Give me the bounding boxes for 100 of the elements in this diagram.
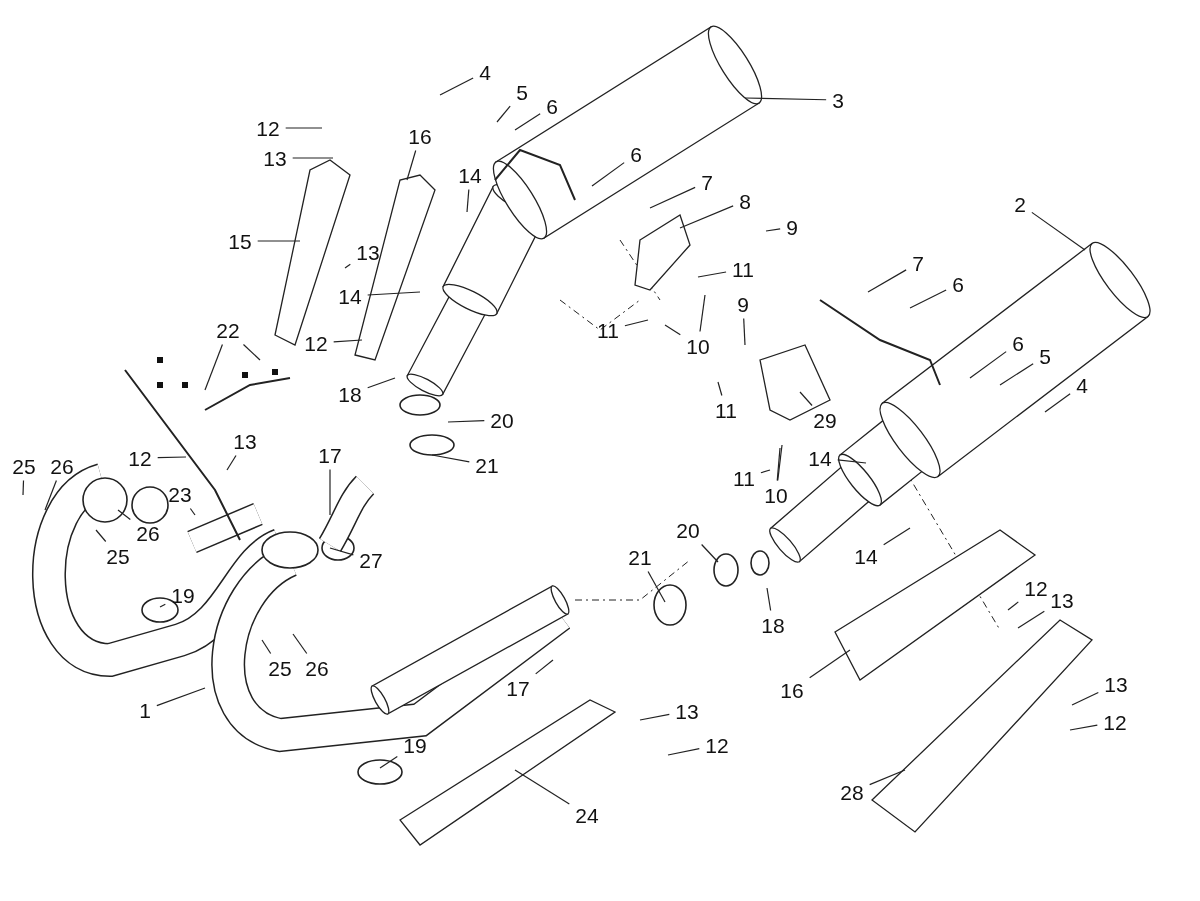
- leader-line: [869, 769, 906, 786]
- leader-line: [809, 649, 851, 679]
- leader-line: [329, 468, 331, 516]
- callout-number: 13: [1103, 673, 1129, 695]
- leader-line: [647, 570, 666, 603]
- leader-line: [765, 228, 781, 232]
- leader-line: [777, 444, 783, 482]
- callout-number: 29: [812, 409, 838, 431]
- leader-line: [379, 756, 398, 769]
- callout-number: 10: [763, 484, 789, 506]
- callout-number: 6: [951, 273, 965, 295]
- callout-number: 4: [478, 61, 492, 83]
- leader-line: [649, 186, 696, 209]
- callout-number: 26: [49, 455, 75, 477]
- callout-number: 11: [596, 319, 620, 341]
- callout-number: 2: [1013, 193, 1027, 215]
- leader-line: [242, 343, 261, 361]
- leader-line: [667, 748, 700, 756]
- leader-line: [157, 456, 187, 459]
- callout-number: 17: [317, 444, 343, 466]
- callout-number: 19: [402, 734, 428, 756]
- callout-number: 12: [303, 332, 329, 354]
- leader-line: [837, 459, 867, 464]
- leader-line: [679, 205, 734, 229]
- leader-line: [431, 454, 470, 463]
- callout-number: 8: [738, 190, 752, 212]
- callout-number: 1: [138, 699, 152, 721]
- leader-line: [292, 157, 334, 159]
- leader-line: [189, 507, 196, 516]
- leader-line: [159, 603, 166, 608]
- leader-line: [285, 127, 323, 129]
- callout-number: 14: [337, 285, 363, 307]
- callout-number: 6: [545, 95, 559, 117]
- callout-number: 25: [11, 455, 37, 477]
- callout-number: 26: [304, 657, 330, 679]
- leader-line: [535, 659, 554, 675]
- leader-line: [969, 351, 1007, 379]
- callout-number: 14: [457, 164, 483, 186]
- callout-number: 15: [227, 230, 253, 252]
- callout-number: 9: [736, 293, 750, 315]
- callout-number: 25: [267, 657, 293, 679]
- callout-number: 6: [629, 143, 643, 165]
- leader-line: [766, 587, 772, 612]
- callout-number: 12: [1102, 711, 1128, 733]
- leader-line: [117, 509, 131, 521]
- callout-number: 20: [489, 409, 515, 431]
- callout-number: 11: [732, 467, 756, 489]
- callout-number: 10: [685, 335, 711, 357]
- leader-line: [261, 639, 272, 655]
- callout-number: 5: [515, 81, 529, 103]
- callout-number: 17: [505, 677, 531, 699]
- leader-line: [624, 319, 649, 327]
- leader-line: [1031, 211, 1086, 251]
- leader-line: [22, 479, 25, 496]
- leader-line: [699, 294, 706, 333]
- callout-number: 13: [262, 147, 288, 169]
- leader-line: [329, 547, 354, 556]
- leader-line: [799, 391, 813, 407]
- leader-line: [999, 363, 1034, 386]
- leader-line: [496, 105, 511, 123]
- callout-number: 16: [779, 679, 805, 701]
- callout-number: 12: [127, 447, 153, 469]
- leader-line: [514, 113, 541, 131]
- leader-line: [717, 381, 723, 397]
- leader-line: [909, 289, 947, 309]
- callout-number: 26: [135, 522, 161, 544]
- leader-line: [760, 469, 771, 474]
- leader-line: [591, 162, 625, 187]
- callout-number: 28: [839, 781, 865, 803]
- leader-line: [466, 188, 470, 213]
- callout-number: 16: [407, 125, 433, 147]
- callout-number: 4: [1075, 374, 1089, 396]
- leader-line: [333, 339, 363, 343]
- leader-line: [447, 420, 485, 423]
- callout-number: 7: [911, 252, 925, 274]
- callout-number: 12: [1023, 577, 1049, 599]
- leader-line: [867, 269, 907, 293]
- callout-number: 27: [358, 549, 384, 571]
- callout-number: 9: [785, 216, 799, 238]
- callout-number: 11: [714, 399, 738, 421]
- leader-line: [1017, 610, 1045, 629]
- leader-line: [344, 263, 351, 269]
- callout-number: 20: [675, 519, 701, 541]
- leader-line: [697, 271, 727, 278]
- callout-number: 25: [105, 545, 131, 567]
- callout-number: 13: [232, 430, 258, 452]
- callout-number: 3: [831, 89, 845, 111]
- leader-line: [639, 713, 670, 721]
- callout-number: 19: [170, 584, 196, 606]
- leader-line: [1069, 724, 1098, 731]
- leader-line: [664, 324, 681, 336]
- leader-line: [95, 529, 107, 543]
- callout-number: 22: [215, 319, 241, 341]
- leader-line: [701, 543, 719, 563]
- leader-line: [292, 633, 308, 655]
- callout-number: 14: [807, 447, 833, 469]
- callout-number: 18: [760, 614, 786, 636]
- leader-line: [776, 447, 781, 482]
- callout-number: 23: [167, 483, 193, 505]
- callout-number: 11: [731, 258, 755, 280]
